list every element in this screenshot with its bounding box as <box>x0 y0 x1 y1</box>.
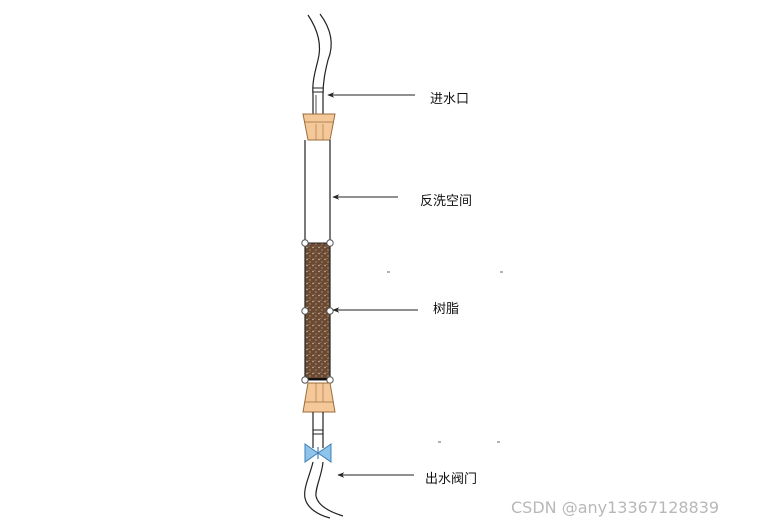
inlet-tube <box>307 13 332 118</box>
outlet-tube-upper <box>312 412 324 448</box>
outlet-tube-lower <box>304 461 344 519</box>
label-backwash-space: 反洗空间 <box>420 194 473 209</box>
connection-rings <box>301 239 334 384</box>
bottom-stopper <box>302 382 336 413</box>
resin-bed <box>304 242 331 381</box>
top-stopper <box>302 113 336 141</box>
callout-arrows <box>327 92 418 478</box>
label-resin: 树脂 <box>433 302 460 317</box>
watermark: CSDN @any13367128839 <box>511 498 720 517</box>
valve-icon <box>304 443 332 463</box>
tick-marks <box>387 271 503 443</box>
label-inlet: 进水口 <box>430 92 470 107</box>
label-outlet-valve: 出水阀门 <box>425 472 478 487</box>
